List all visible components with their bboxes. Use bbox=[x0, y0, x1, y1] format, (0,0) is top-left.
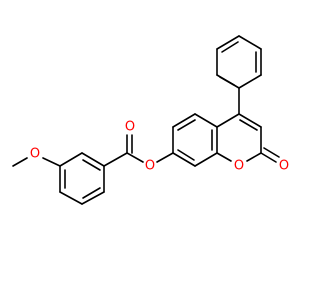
bond-c6 bbox=[172, 152, 196, 167]
bond-p5 bbox=[216, 152, 232, 162]
molecule-canvas: O O O O O bbox=[12, 35, 290, 205]
ester-oxygen-label: O bbox=[145, 159, 155, 174]
bond-c-oester bbox=[126, 152, 144, 163]
carbonyl-oxygen-label: O bbox=[125, 120, 135, 135]
bond-c6-inner bbox=[177, 149, 195, 161]
bond-o-ring bbox=[42, 157, 61, 167]
bond-c3 bbox=[194, 113, 218, 128]
bond-b5 bbox=[81, 152, 105, 167]
bond-p2 bbox=[238, 113, 262, 128]
bond-ph3 bbox=[216, 35, 240, 50]
bond-c5 bbox=[194, 152, 218, 167]
bond-lactone-co-1 bbox=[260, 152, 277, 163]
lactone-oxygen-label: O bbox=[279, 159, 289, 174]
bond-b6 bbox=[59, 152, 83, 167]
bond-methyl-o bbox=[12, 157, 28, 167]
bond-b2 bbox=[59, 191, 83, 205]
bond-b3-inner bbox=[82, 187, 101, 199]
bond-c2-inner bbox=[177, 119, 196, 131]
bond-lactone-co-2 bbox=[263, 147, 280, 158]
bond-ph4 bbox=[238, 35, 262, 50]
bond-ph3-inner bbox=[221, 41, 239, 53]
bond-oester-coumarin bbox=[156, 152, 174, 163]
molecule-structure: O O O O O bbox=[12, 35, 289, 205]
bond-p2-inner bbox=[239, 119, 258, 131]
bond-p1 bbox=[216, 113, 240, 128]
atom-labels: O O O O O bbox=[30, 120, 289, 174]
bond-b3 bbox=[81, 191, 105, 205]
bond-ph6 bbox=[238, 74, 262, 89]
bond-c2 bbox=[172, 113, 196, 128]
bond-b5-inner bbox=[82, 159, 101, 171]
bonds bbox=[12, 35, 280, 205]
methoxy-oxygen-label: O bbox=[30, 147, 40, 162]
bond-ph1-inner bbox=[219, 76, 235, 86]
bond-ring-carbonyl bbox=[103, 152, 128, 167]
ring-oxygen-label: O bbox=[234, 159, 244, 174]
bond-p4 bbox=[246, 152, 262, 162]
